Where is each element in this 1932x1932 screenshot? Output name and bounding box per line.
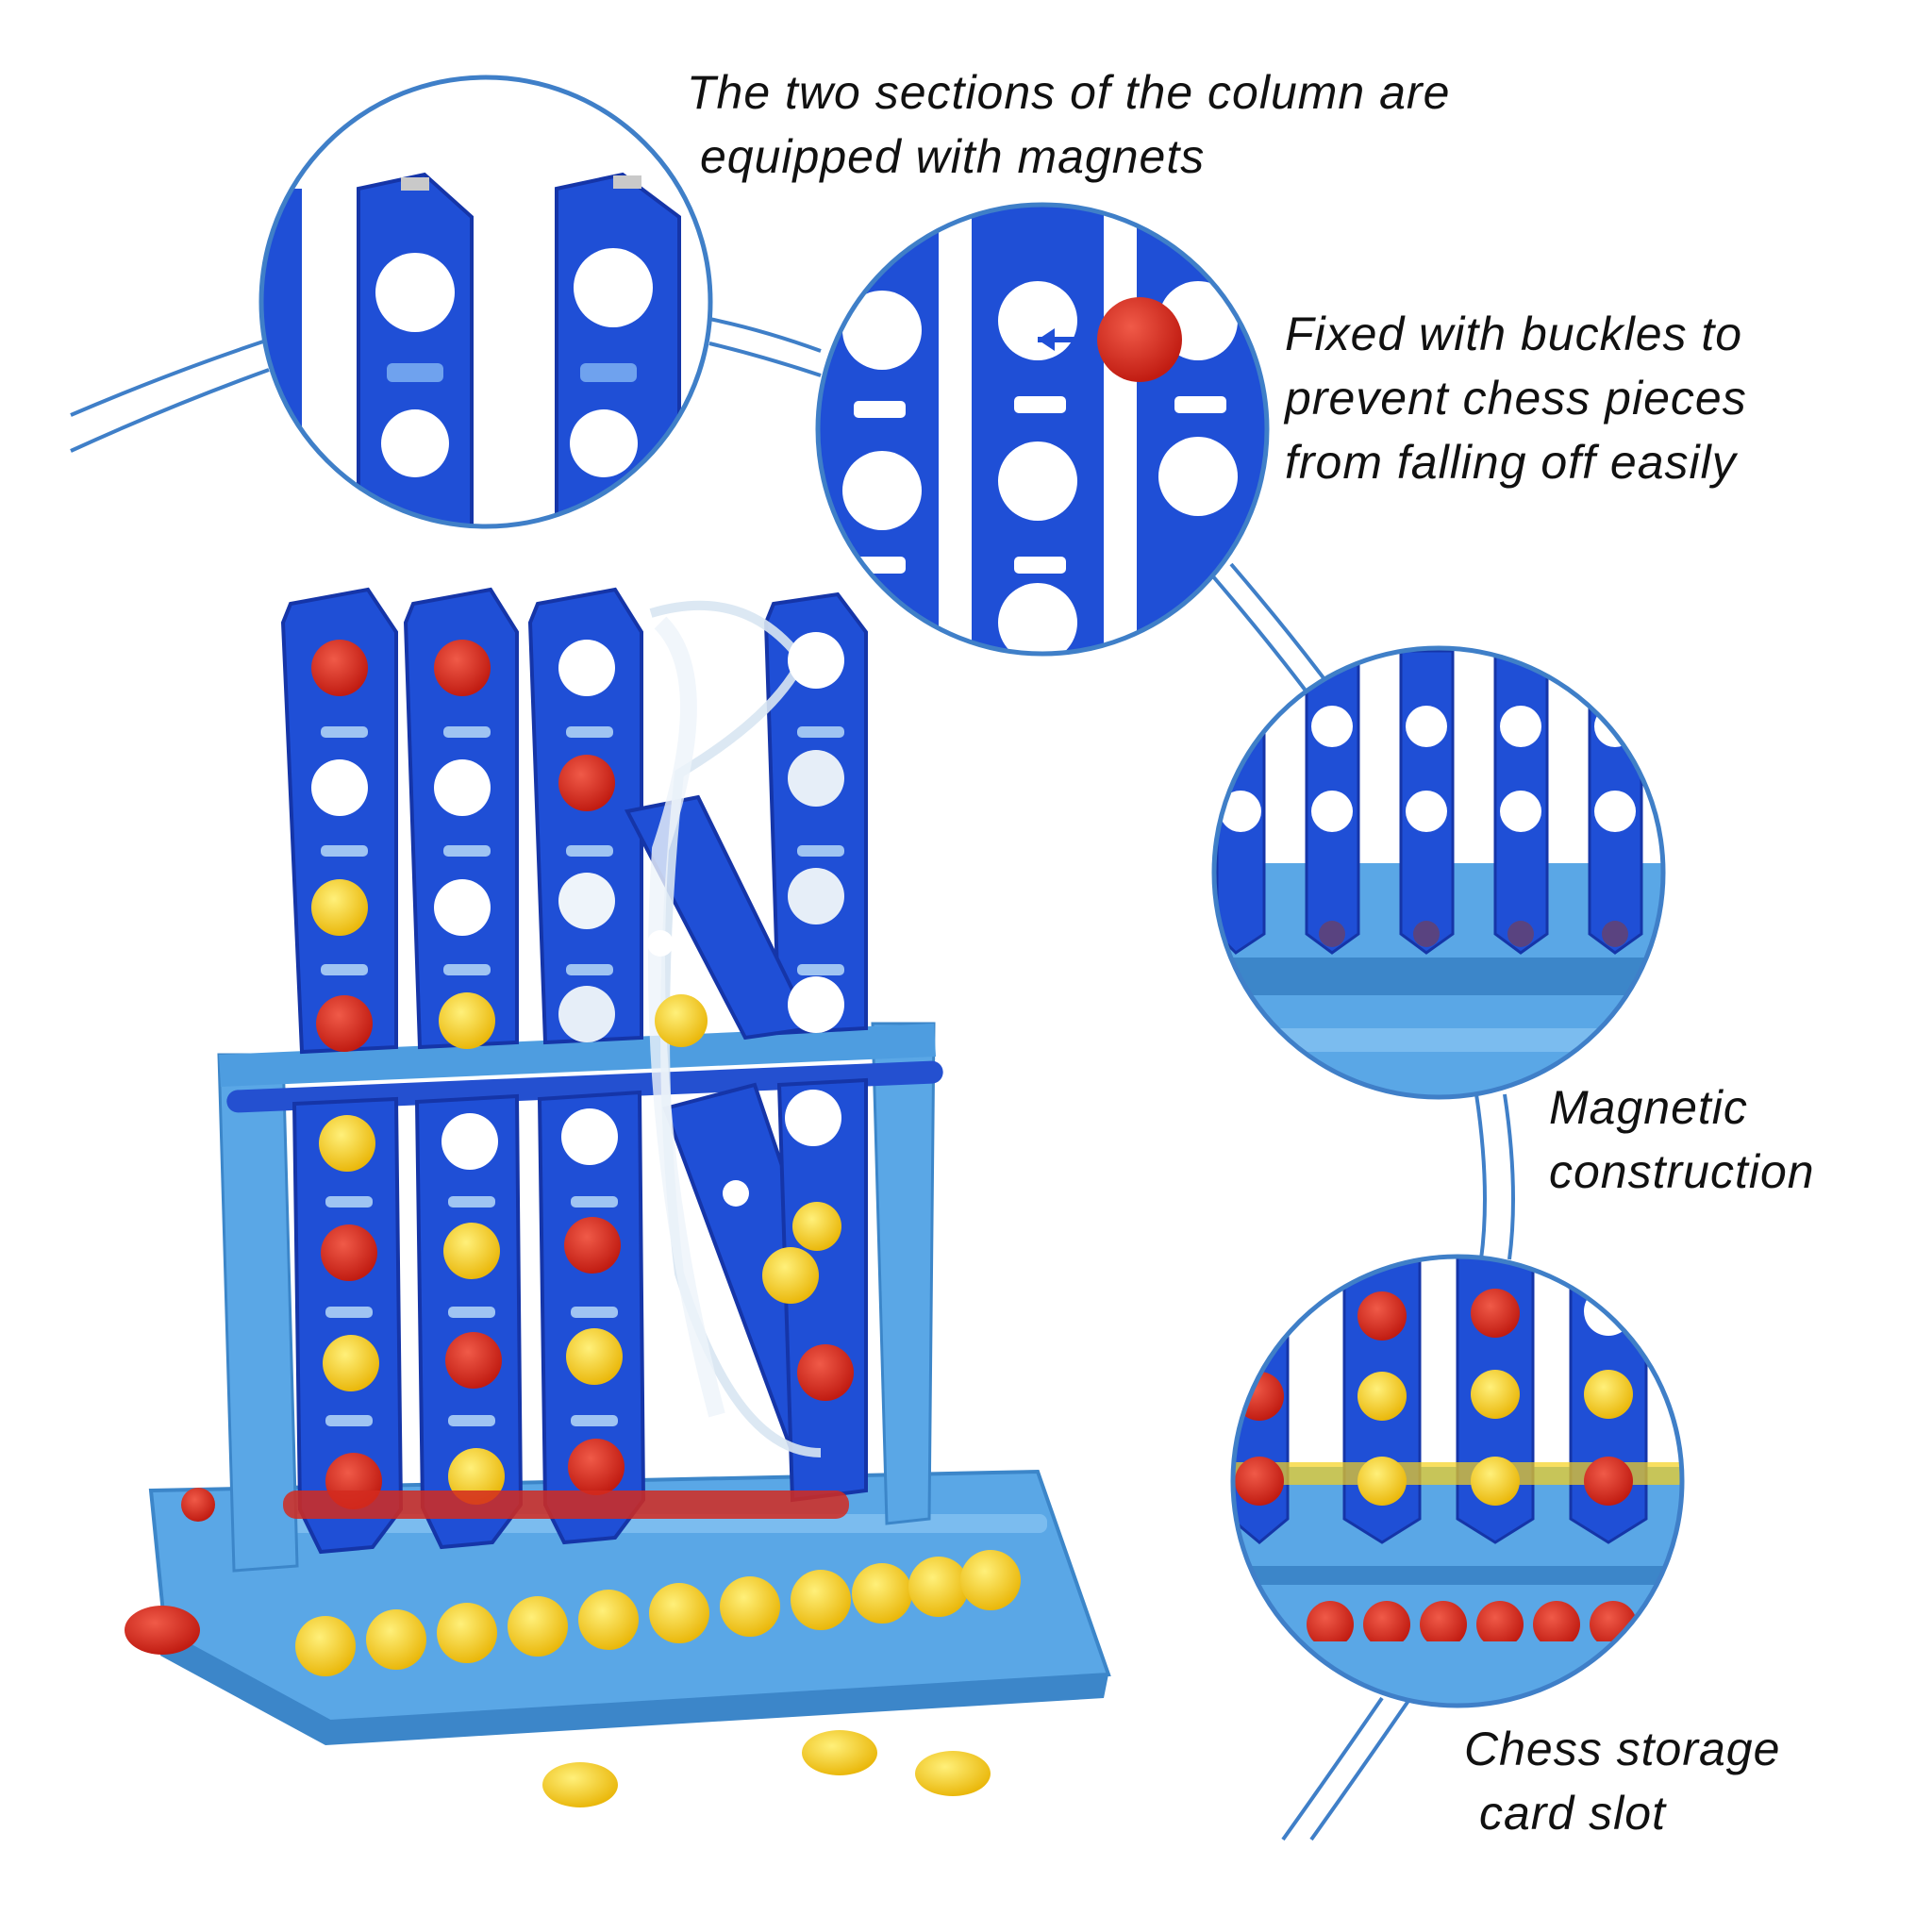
callout-magnetic: Magnetic construction [1549,1075,1815,1204]
loose-pieces [125,1606,991,1807]
callout-magnets: The two sections of the column are equip… [687,60,1450,189]
board-pieces [311,632,854,1509]
game-board [125,587,1111,1807]
callout-magnetic-line2: construction [1549,1145,1815,1198]
callout-buckles: Fixed with buckles to prevent chess piec… [1285,302,1747,494]
callout-magnets-line1: The two sections of the column are [687,66,1451,119]
callout-storage: Chess storage card slot [1464,1717,1780,1845]
detail-circle-magnetic [1211,645,1666,1100]
callout-buckles-line1: Fixed with buckles to [1285,308,1743,360]
connector-lines [70,317,1515,1841]
detail-circle-storage [1230,1254,1685,1708]
detail-circle-magnets [258,75,713,529]
yellow-storage-row [295,1550,1021,1676]
top-rail [219,1024,936,1087]
detail-circle-buckles [815,202,1270,657]
callout-storage-line2: card slot [1479,1787,1666,1840]
callout-storage-line1: Chess storage [1464,1723,1781,1775]
callout-buckles-line2: prevent chess pieces [1285,372,1747,425]
callout-buckles-line3: from falling off easily [1285,436,1737,489]
frame-right [871,1022,936,1525]
callout-magnetic-line1: Magnetic [1549,1081,1748,1134]
frame-left [217,1053,299,1573]
callout-magnets-line2: equipped with magnets [700,130,1206,183]
red-storage-row [181,1488,849,1522]
